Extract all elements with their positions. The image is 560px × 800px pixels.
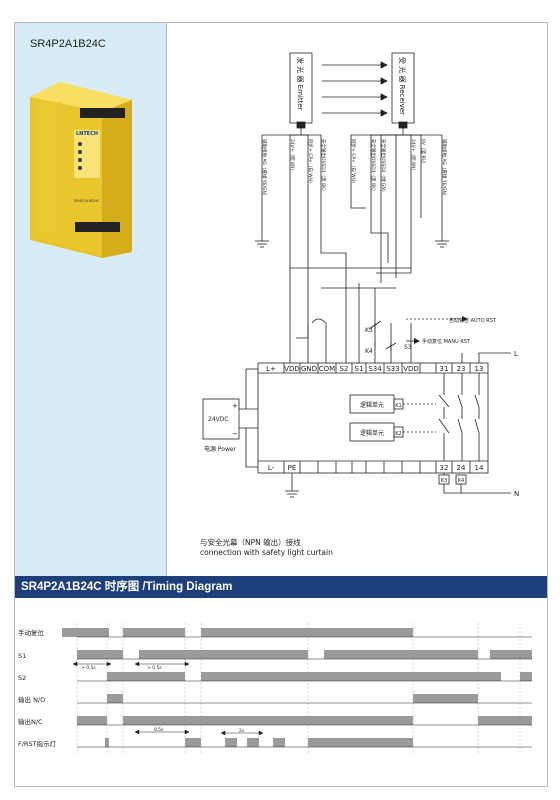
emitter-wire-3: 同步+ CP+（白 WH） bbox=[307, 139, 314, 186]
receiver-wire-2: 安全输出OSSD1（黑 BK） bbox=[370, 139, 377, 194]
timing-row-label-6: F/RST指示灯 bbox=[18, 739, 57, 748]
terminal-top-4: COM bbox=[319, 365, 335, 373]
pulse-s1-2 bbox=[139, 650, 308, 659]
device-brand-text: LNTECH bbox=[76, 131, 98, 137]
emitter-wire-4: 安全输出OSSD1（黑 BK） bbox=[320, 139, 327, 194]
wiring-caption: 与安全光幕（NPN 输出）接线 connection with safety l… bbox=[200, 538, 333, 558]
power-label: 电源 Power bbox=[204, 445, 237, 453]
terminal-bottom-13: 14 bbox=[475, 464, 484, 472]
pulse-nc-2 bbox=[123, 716, 413, 725]
page-frame bbox=[14, 22, 548, 787]
logic-unit-1-label: 逻辑单元 bbox=[360, 401, 384, 409]
caption-en: connection with safety light curtain bbox=[200, 548, 333, 557]
panel-divider bbox=[166, 23, 167, 576]
annotation-1: > 0.5s bbox=[81, 665, 96, 671]
pulse-led-4 bbox=[247, 738, 259, 747]
emitter-wire-1: 辅助接地 AG（黄绿 YE/GN） bbox=[261, 139, 268, 198]
pulse-reset-1 bbox=[62, 628, 109, 637]
manual-reset-label: 手动复位 MANU RST bbox=[422, 338, 471, 345]
product-model-title: SR4P2A1B24C bbox=[30, 38, 106, 50]
annotation-3: 0.5s bbox=[154, 727, 164, 733]
terminal-top-13: 13 bbox=[475, 365, 484, 373]
pulse-s1-1 bbox=[77, 650, 123, 659]
k3-bottom-label: K3 bbox=[441, 478, 447, 484]
k1-label: K1 bbox=[395, 403, 401, 409]
pulse-nc-1 bbox=[77, 716, 107, 725]
pulse-led-2 bbox=[185, 738, 201, 747]
terminal-bottom-2: PE bbox=[288, 464, 297, 472]
timing-diagram-title: SR4P2A1B24C 时序图 /Timing Diagram bbox=[15, 576, 547, 598]
terminal-top-6: S1 bbox=[355, 365, 364, 373]
terminal-top-5: S2 bbox=[340, 365, 349, 373]
pulse-no-1 bbox=[107, 694, 123, 703]
annotation-4: 2s bbox=[239, 728, 245, 734]
pulse-no-2 bbox=[413, 694, 478, 703]
timing-row-label-3: S2 bbox=[18, 674, 26, 682]
pulse-s1-4 bbox=[490, 650, 532, 659]
terminal-top-9: VDD bbox=[403, 365, 419, 373]
k4-bottom-label: K4 bbox=[458, 478, 464, 484]
pulse-led-6 bbox=[308, 738, 413, 747]
receiver-wire-4: 24V+（棕 BN） bbox=[410, 139, 417, 173]
terminal-bottom-12: 24 bbox=[457, 464, 466, 472]
line-n-label: N bbox=[514, 490, 519, 498]
pulse-s2-1 bbox=[107, 672, 185, 681]
terminal-top-2: VDD bbox=[284, 365, 300, 373]
k4-label: K4 bbox=[365, 348, 373, 355]
terminal-top-3: GND bbox=[301, 365, 317, 373]
receiver-wire-3: 安全输出OSSD2（绿 GN） bbox=[380, 139, 387, 194]
terminal-top-8: S33 bbox=[386, 365, 399, 373]
emitter-label: 发 光 器 Emitter bbox=[296, 57, 305, 111]
terminal-top-12: 23 bbox=[457, 365, 466, 373]
pulse-reset-2 bbox=[123, 628, 185, 637]
caption-zh: 与安全光幕（NPN 输出）接线 bbox=[200, 538, 301, 547]
pulse-led-3 bbox=[225, 738, 237, 747]
terminal-bottom-1: L- bbox=[268, 464, 275, 472]
receiver-wire-1: 同步+ CP+（白 WH） bbox=[350, 139, 357, 186]
pulse-s2-2 bbox=[201, 672, 501, 681]
receiver-label: 受 光 器 Receiver bbox=[398, 57, 407, 115]
terminal-top-7: S34 bbox=[368, 365, 382, 373]
line-l-label: L bbox=[514, 350, 518, 358]
s3-label: S3 bbox=[404, 344, 412, 351]
auto-reset-label: 自动复位 AUTO RST bbox=[449, 317, 497, 324]
pulse-reset-3 bbox=[201, 628, 413, 637]
logic-unit-2-label: 逻辑单元 bbox=[360, 429, 384, 437]
timing-diagram: 手动复位 S1 S2 输出 N/O 输出N/C F/RST指示灯 bbox=[18, 623, 532, 753]
receiver-wire-6: 辅助接地 AG（黄绿 YE/GN） bbox=[441, 139, 448, 198]
device-small-label: SR4P2A1B24C bbox=[74, 199, 100, 203]
pulse-led-5 bbox=[273, 738, 285, 747]
power-plus: + bbox=[232, 402, 238, 410]
pulse-s2-3 bbox=[520, 672, 532, 681]
product-image: LNTECH SR4P2A1B24C bbox=[30, 82, 132, 258]
receiver-wire-5: 0V（蓝 BU） bbox=[420, 139, 427, 166]
annotation-2: > 0.5s bbox=[147, 665, 162, 671]
terminal-bottom-11: 32 bbox=[440, 464, 449, 472]
pulse-s1-3 bbox=[324, 650, 478, 659]
timing-row-label-4: 输出 N/O bbox=[18, 695, 45, 704]
k3-label: K3 bbox=[365, 327, 373, 334]
timing-row-label-5: 输出N/C bbox=[18, 717, 43, 726]
emitter-wire-2: 24V+（棕 BN） bbox=[289, 139, 296, 173]
terminal-top-1: L+ bbox=[266, 365, 276, 373]
wiring-diagram: 发 光 器 Emitter 受 光 器 Receiver 辅助接地 AG（黄绿 … bbox=[202, 52, 519, 498]
pulse-led-1 bbox=[105, 738, 109, 747]
k2-label: K2 bbox=[395, 431, 401, 437]
power-minus: − bbox=[232, 430, 238, 438]
power-voltage-label: 24VDC bbox=[208, 416, 229, 423]
timing-row-label-1: 手动复位 bbox=[18, 628, 45, 637]
timing-row-label-2: S1 bbox=[18, 652, 26, 660]
pulse-nc-3 bbox=[478, 716, 532, 725]
terminal-top-11: 31 bbox=[440, 365, 449, 373]
